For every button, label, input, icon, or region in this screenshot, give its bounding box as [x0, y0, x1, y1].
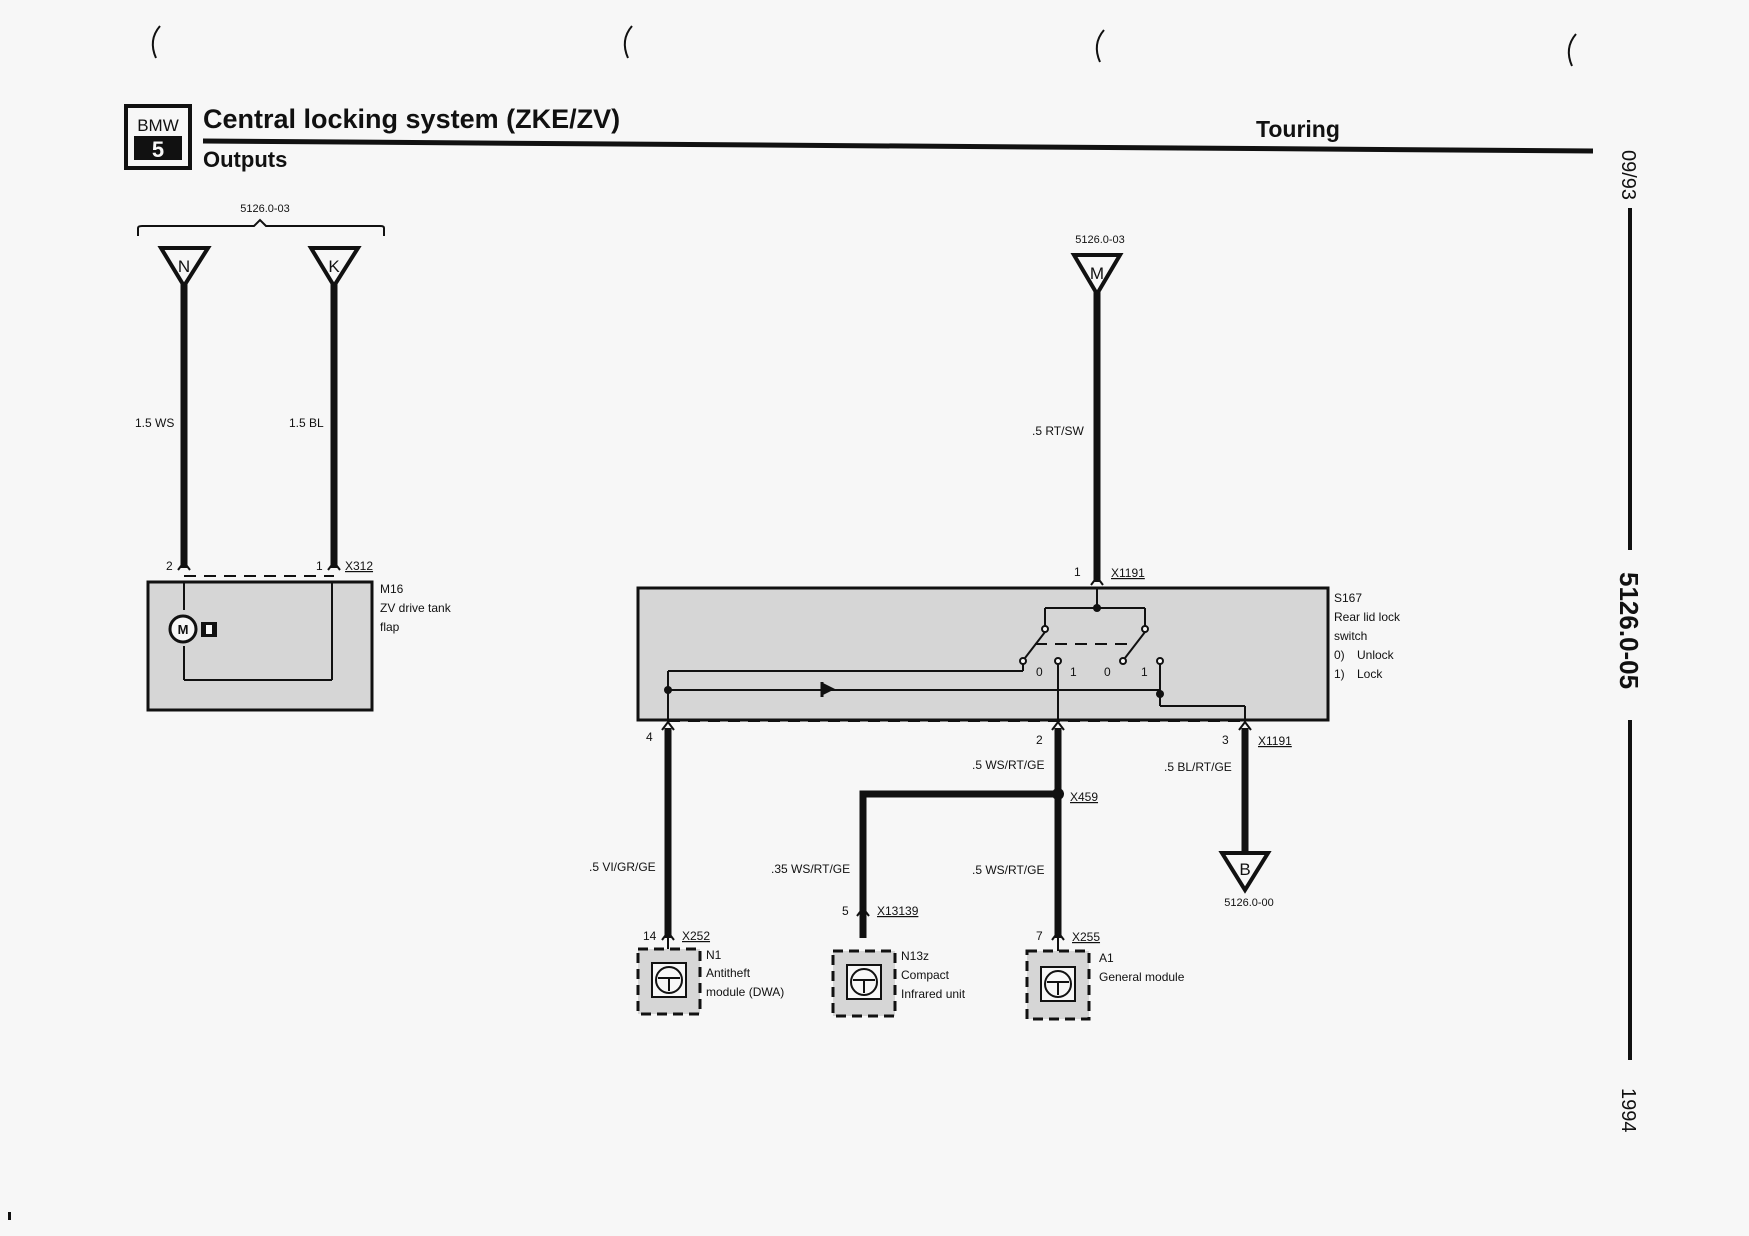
scan-mark [8, 1212, 11, 1220]
m16-component-box [146, 580, 374, 712]
s167-id: S167 [1334, 591, 1362, 605]
contact-label-1b: 1 [1141, 665, 1148, 679]
wire-m-label: .5 RT/SW [1032, 424, 1084, 438]
side-year: 1994 [1617, 1088, 1639, 1133]
logo-series: 5 [152, 137, 164, 162]
contact-label-0a: 0 [1036, 665, 1043, 679]
terminal-b [1218, 851, 1272, 894]
page-subtitle: Outputs [203, 147, 287, 172]
a1-desc-1: General module [1099, 970, 1185, 984]
terminal-n [157, 246, 212, 290]
splice-label: X459 [1070, 790, 1098, 804]
connector-x1191-bottom: X1191 [1258, 734, 1292, 748]
side-margin: 09/93 5126.0-05 1994 [1614, 150, 1644, 1133]
connector-x1191-top: X1191 [1111, 566, 1145, 580]
state-1-label: Lock [1357, 667, 1383, 681]
a1-id: A1 [1099, 951, 1114, 965]
state-0-label: Unlock [1357, 648, 1395, 662]
left-circuit: 5126.0-03 N K 1.5 WS 1.5 BL 2 1 X312 M M… [135, 203, 452, 712]
pin-5: 5 [842, 904, 849, 918]
s167-desc-1: Rear lid lock [1334, 610, 1401, 624]
terminal-m [1070, 253, 1124, 298]
n13z-desc-1: Compact [901, 968, 950, 982]
m16-id: M16 [380, 582, 404, 596]
m16-desc-1: ZV drive tank [380, 601, 452, 615]
connector-x252: X252 [682, 929, 710, 943]
s167-desc-2: switch [1334, 629, 1367, 643]
left-ref: 5126.0-03 [240, 203, 290, 215]
wire-k-label: 1.5 BL [289, 416, 324, 430]
wire-n-label: 1.5 WS [135, 416, 174, 430]
svg-text:M: M [178, 622, 189, 637]
s167-switch-box [636, 586, 1330, 722]
wire-2-label: .5 WS/RT/GE [972, 758, 1044, 772]
contact-label-1a: 1 [1070, 665, 1077, 679]
diode-icon [823, 683, 835, 695]
terminal-n-label: N [178, 257, 190, 276]
terminal-b-label: B [1239, 860, 1250, 879]
m16-desc-2: flap [380, 620, 400, 634]
connector-x13139: X13139 [877, 904, 919, 918]
n1-desc-2: module (DWA) [706, 985, 784, 999]
pin-k: 1 [316, 559, 323, 573]
title-rule [202, 138, 1594, 154]
n13z-desc-2: Infrared unit [901, 987, 966, 1001]
pin-14: 14 [643, 929, 657, 943]
n1-id: N1 [706, 948, 722, 962]
right-circuit: 5126.0-03 M .5 RT/SW 1 X1191 S167 Rear l… [589, 234, 1401, 1021]
bmw-logo: BMW 5 [124, 104, 192, 170]
wire-3-label: .5 BL/RT/GE [1164, 760, 1232, 774]
n13z-id: N13z [901, 949, 929, 963]
page-title: Central locking system (ZKE/ZV) [203, 104, 620, 134]
side-doc-number: 5126.0-05 [1614, 572, 1644, 689]
contact-label-0b: 0 [1104, 665, 1111, 679]
wire-n13 [859, 790, 1058, 938]
switch-contact-2 [1124, 631, 1146, 659]
wire-a1-label: .5 WS/RT/GE [972, 863, 1044, 877]
motor-icon [168, 614, 198, 644]
n1-desc-1: Antitheft [706, 966, 751, 980]
pin-4: 4 [646, 730, 653, 744]
pin-2: 2 [1036, 733, 1043, 747]
connector-x312: X312 [345, 559, 373, 573]
pin-n: 2 [166, 559, 173, 573]
pin-3: 3 [1222, 733, 1229, 747]
ref-bracket [137, 218, 385, 236]
terminal-k-label: K [328, 257, 340, 276]
terminal-k [307, 246, 362, 290]
state-1-num: 1) [1334, 667, 1345, 681]
wire-n13-label: .35 WS/RT/GE [771, 862, 850, 876]
ref-b: 5126.0-00 [1224, 897, 1274, 909]
state-0-num: 0) [1334, 648, 1345, 662]
pin-7: 7 [1036, 929, 1043, 943]
side-date: 09/93 [1617, 150, 1639, 200]
pin-top: 1 [1074, 565, 1081, 579]
logo-text: BMW [137, 116, 179, 135]
terminal-m-label: M [1090, 264, 1104, 283]
variant-label: Touring [1256, 116, 1340, 142]
right-ref-top: 5126.0-03 [1075, 234, 1125, 246]
connector-x255: X255 [1072, 930, 1100, 944]
binder-marks [151, 25, 1577, 67]
wire-4-label: .5 VI/GR/GE [589, 860, 656, 874]
